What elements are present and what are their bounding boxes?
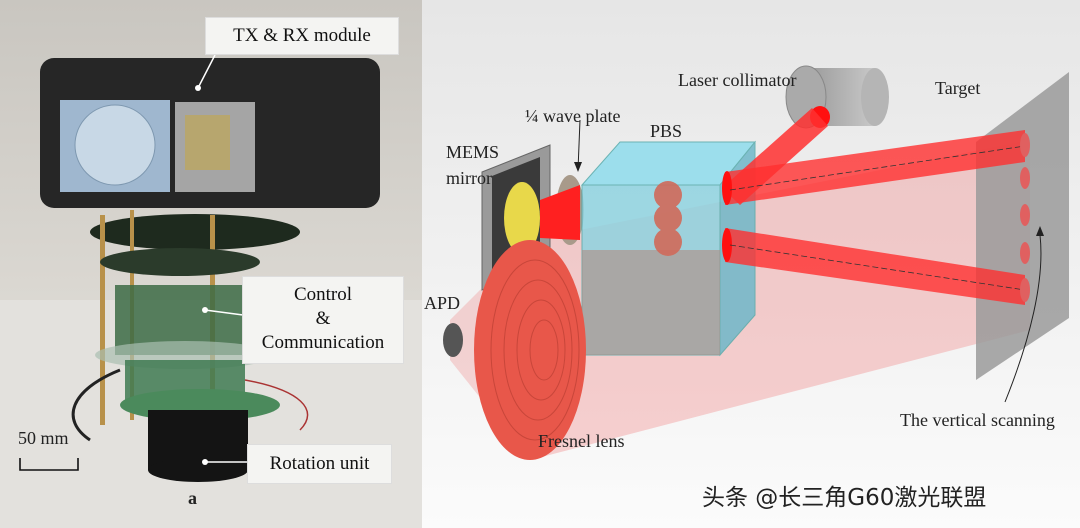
fresnel-rings	[490, 259, 580, 441]
apd-label: APD	[424, 293, 460, 313]
mems-label-2: mirror	[446, 168, 492, 188]
mems-beam	[540, 185, 580, 240]
lower-beam	[725, 228, 1025, 305]
optical-diagram: Laser collimator Target ¼ wave plate PBS…	[422, 0, 1080, 528]
scanning-arrow	[1004, 234, 1042, 403]
control-label: Control	[293, 284, 353, 305]
pbs-label: PBS	[650, 121, 682, 141]
panel-letter: a	[188, 488, 197, 508]
apd-detector	[443, 323, 463, 357]
mems-label: MEMS	[446, 142, 499, 162]
watermark: 头条 @长三角G60激光联盟	[702, 485, 986, 511]
wave-plate-pointer	[577, 119, 581, 171]
rotation-unit-label: Rotation unit	[247, 444, 392, 484]
control-label-box: Control & Communication	[242, 276, 404, 364]
fresnel-label: Fresnel lens	[538, 431, 624, 451]
scan-spots	[1020, 133, 1030, 302]
mems-surface	[504, 182, 540, 254]
vertical-scanning-label: The vertical scanning	[900, 410, 1055, 430]
pcb-top	[90, 214, 300, 250]
scale-bar	[19, 458, 79, 471]
pbs-spots	[654, 181, 682, 256]
tx-rx-label: TX & RX module	[205, 17, 399, 55]
wave-plate-label: ¼ wave plate	[525, 106, 620, 126]
laser-collimator-label: Laser collimator	[678, 70, 796, 90]
communication-label: Communication	[261, 332, 385, 353]
scale-label: 50 mm	[18, 428, 69, 448]
upper-beam	[725, 130, 1025, 205]
target-label: Target	[935, 78, 980, 98]
ampersand-label: &	[315, 308, 331, 329]
